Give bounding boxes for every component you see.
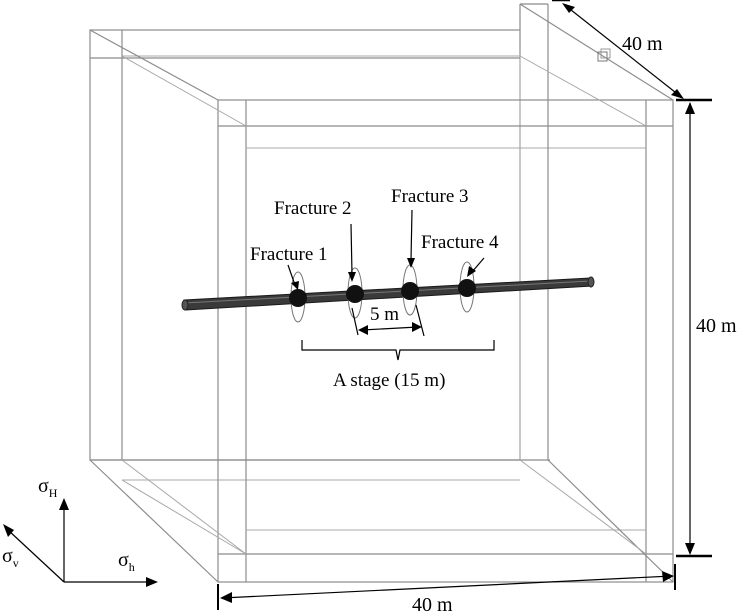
depth-inner-bl bbox=[121, 459, 247, 555]
front-face-outer bbox=[217, 99, 674, 583]
fracture-3-node bbox=[401, 282, 419, 300]
fracture-3-arrow bbox=[407, 258, 415, 268]
depth-arrow-top bbox=[562, 3, 575, 13]
fracture-1: Fracture 1 bbox=[250, 244, 328, 323]
wellbore bbox=[181, 276, 595, 311]
width-dimension: 40 m bbox=[217, 564, 676, 615]
fracture-1-arrow bbox=[291, 281, 299, 290]
box-wireframe bbox=[89, 3, 674, 583]
wellbore-end-left bbox=[181, 299, 189, 311]
spacing-arrow-left bbox=[358, 325, 368, 335]
spacing-label: 5 m bbox=[370, 304, 399, 325]
fracture-2: Fracture 2 bbox=[274, 198, 364, 319]
width-label: 40 m bbox=[412, 594, 453, 615]
fracture-2-label: Fracture 2 bbox=[274, 198, 352, 219]
sigma-h-label: σh bbox=[118, 549, 135, 574]
sigma-v-axis bbox=[7, 529, 65, 583]
height-arrow-top bbox=[685, 102, 695, 114]
fracture-4-arrow bbox=[467, 266, 476, 277]
fracture-4: Fracture 4 bbox=[421, 232, 499, 313]
fracture-4-label: Fracture 4 bbox=[421, 232, 499, 253]
depth-arrow-bottom bbox=[671, 89, 684, 99]
depth-edge-tl bbox=[89, 29, 219, 101]
depth-edge-bl bbox=[89, 459, 219, 583]
fracture-3-label: Fracture 3 bbox=[391, 186, 469, 207]
sigma-H-label: σH bbox=[38, 475, 58, 500]
depth-inner-tr bbox=[519, 55, 647, 127]
corner-marker-icon bbox=[597, 51, 608, 62]
width-arrow-left bbox=[220, 592, 232, 603]
spacing-arrow-right bbox=[412, 322, 422, 332]
depth-dimension: 40 m bbox=[552, 0, 712, 102]
sigma-v-arrow bbox=[3, 524, 14, 537]
depth-edge-br bbox=[547, 459, 674, 583]
depth-edge-tr bbox=[519, 3, 674, 101]
depth-label: 40 m bbox=[622, 33, 663, 55]
depth-inner-bl2 bbox=[121, 479, 247, 555]
stage-bracket bbox=[301, 340, 495, 361]
height-dimension: 40 m bbox=[676, 102, 737, 558]
spacing-dimension: 5 m bbox=[351, 304, 425, 337]
depth-inner-br bbox=[519, 459, 647, 555]
fracture-3: Fracture 3 bbox=[391, 186, 469, 316]
fracture-1-label: Fracture 1 bbox=[250, 244, 328, 265]
fracture-2-arrow bbox=[348, 272, 356, 282]
height-arrow-bottom bbox=[685, 543, 695, 555]
height-label: 40 m bbox=[696, 315, 737, 337]
sigma-h-arrow bbox=[146, 577, 158, 587]
width-arrow-right bbox=[662, 571, 674, 582]
sigma-H-arrow bbox=[59, 498, 69, 510]
stage-brace: A stage (15 m) bbox=[301, 340, 495, 391]
stage-label: A stage (15 m) bbox=[333, 370, 445, 391]
fracture-1-node bbox=[289, 289, 307, 307]
wellbore-end-right bbox=[587, 276, 595, 288]
depth-inner-tl bbox=[121, 55, 247, 127]
sigma-v-label: σv bbox=[2, 545, 19, 570]
fracture-2-node bbox=[346, 285, 364, 303]
fracture-4-node bbox=[458, 279, 476, 297]
stress-axes: σH σh σv bbox=[2, 475, 158, 587]
